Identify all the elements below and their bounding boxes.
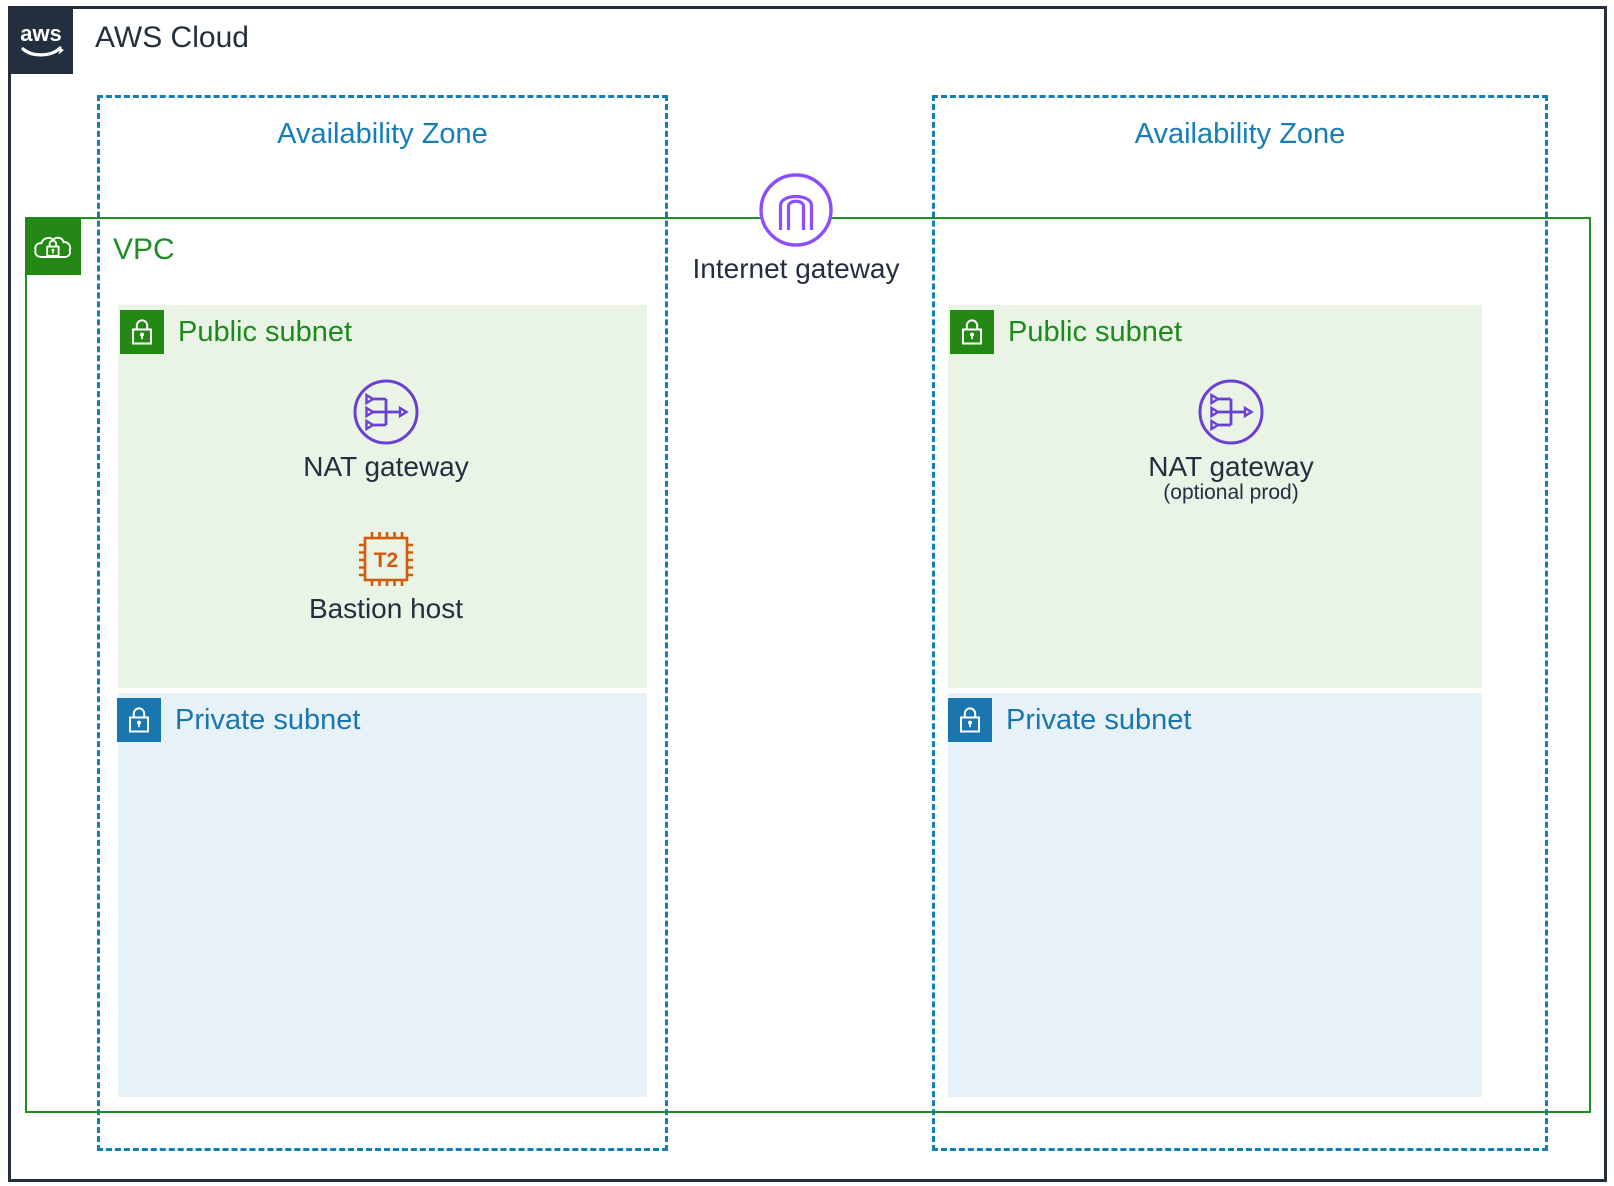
nat-gateway-icon — [353, 379, 419, 445]
nat-gateway-left-label: NAT gateway — [303, 451, 469, 482]
lock-icon — [117, 698, 161, 742]
public-subnet-left-header: Public subnet — [120, 310, 352, 354]
aws-cloud-title: AWS Cloud — [95, 21, 249, 54]
public-subnet-right — [948, 305, 1482, 688]
svg-text:aws: aws — [20, 21, 62, 46]
private-subnet-right — [948, 693, 1482, 1097]
availability-zone-left — [97, 95, 668, 1151]
bastion-host-node[interactable]: T2 Bastion host — [255, 528, 517, 623]
public-subnet-right-title: Public subnet — [1008, 315, 1183, 348]
availability-zone-right-label: Availability Zone — [1134, 118, 1346, 150]
t2-instance-icon: T2 — [359, 532, 413, 586]
public-subnet-right-header: Public subnet — [950, 310, 1182, 354]
nat-gateway-right-node[interactable]: NAT gateway (optional prod) — [1084, 378, 1378, 504]
lock-icon — [120, 310, 164, 354]
internet-gateway-label: Internet gateway — [692, 253, 900, 284]
internet-gateway-icon — [759, 173, 833, 247]
internet-gateway-node[interactable]: Internet gateway — [665, 172, 927, 283]
nat-gateway-left-node[interactable]: NAT gateway — [255, 378, 517, 481]
bastion-host-label: Bastion host — [308, 593, 464, 624]
lock-icon — [948, 698, 992, 742]
private-subnet-left-title: Private subnet — [175, 703, 361, 736]
vpc-label: VPC — [113, 233, 175, 266]
private-subnet-left-header: Private subnet — [117, 698, 360, 742]
private-subnet-right-header: Private subnet — [948, 698, 1191, 742]
aws-logo-icon: aws — [8, 6, 73, 74]
aws-cloud-boundary — [8, 6, 1607, 1182]
nat-gateway-right-sublabel: (optional prod) — [1163, 481, 1299, 505]
nat-gateway-icon — [1198, 379, 1264, 445]
public-subnet-left-title: Public subnet — [178, 315, 353, 348]
public-subnet-left — [118, 305, 647, 688]
nat-gateway-right-label: NAT gateway — [1148, 451, 1314, 482]
availability-zone-left-label: Availability Zone — [277, 118, 488, 150]
private-subnet-right-title: Private subnet — [1006, 703, 1192, 736]
lock-icon — [950, 310, 994, 354]
vpc-cloud-lock-icon — [25, 218, 81, 275]
t2-instance-badge: T2 — [374, 549, 399, 572]
private-subnet-left — [118, 693, 647, 1097]
availability-zone-right — [932, 95, 1548, 1151]
